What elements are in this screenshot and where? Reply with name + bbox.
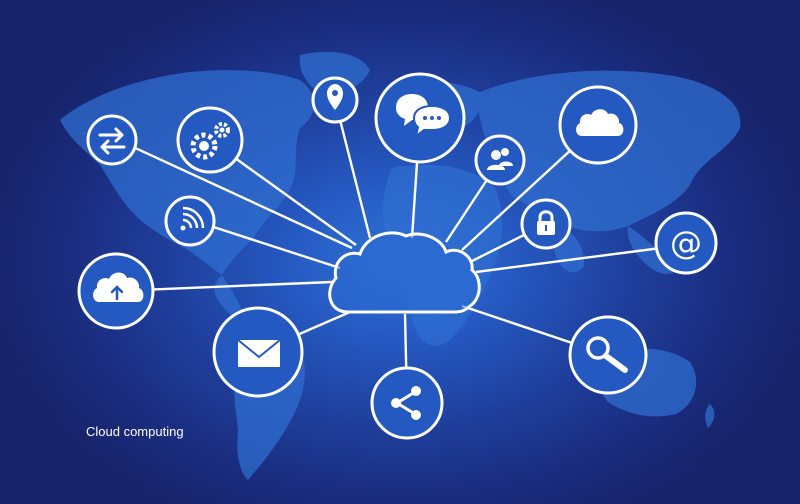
cloud-icon — [558, 85, 638, 165]
caption-text: Cloud computing — [86, 424, 184, 439]
magnifier-icon — [568, 315, 648, 395]
chat-bubbles-icon — [374, 72, 466, 164]
wifi-icon — [164, 195, 216, 247]
share-icon — [370, 366, 444, 440]
exchange-arrows-icon — [86, 114, 138, 166]
padlock-icon — [520, 198, 572, 250]
envelope-icon — [212, 306, 304, 398]
map-new-zealand — [705, 404, 715, 428]
cloud-upload-icon — [77, 252, 155, 330]
svg-text:@: @ — [670, 224, 702, 262]
map-pin-icon — [311, 76, 359, 124]
at-sign-icon: @ — [654, 211, 718, 275]
map-greenland — [299, 51, 370, 94]
gears-icon — [176, 106, 244, 174]
cloud-hub-icon — [328, 231, 481, 314]
users-icon — [474, 134, 526, 186]
